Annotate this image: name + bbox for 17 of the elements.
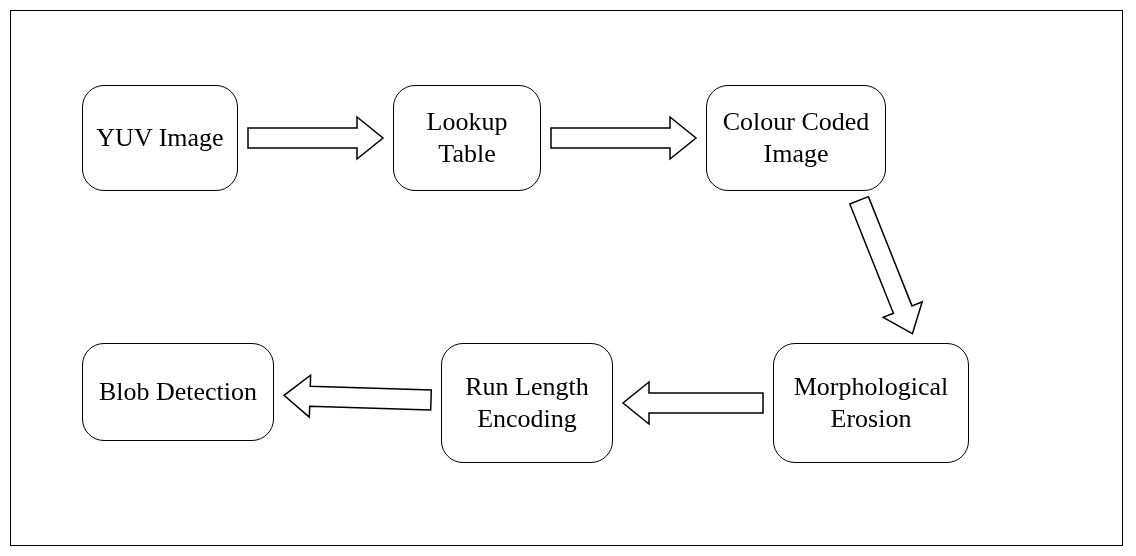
process-box bbox=[393, 85, 541, 191]
process-box bbox=[706, 85, 886, 191]
box-label: Blob Detection bbox=[98, 375, 258, 408]
block-arrow bbox=[848, 195, 924, 335]
block-arrow bbox=[282, 373, 433, 419]
process-box bbox=[82, 343, 274, 441]
box-label: Colour Coded Image bbox=[721, 105, 871, 170]
box-label: Run Length Encoding bbox=[464, 370, 590, 435]
process-box bbox=[773, 343, 969, 463]
box-label: Lookup Table bbox=[425, 105, 509, 170]
block-arrow bbox=[621, 380, 764, 426]
box-label: YUV Image bbox=[96, 121, 224, 154]
process-box bbox=[441, 343, 613, 463]
process-box bbox=[82, 85, 238, 191]
block-arrow bbox=[247, 115, 385, 161]
block-arrow bbox=[550, 115, 698, 161]
box-label: Morphological Erosion bbox=[792, 370, 950, 435]
